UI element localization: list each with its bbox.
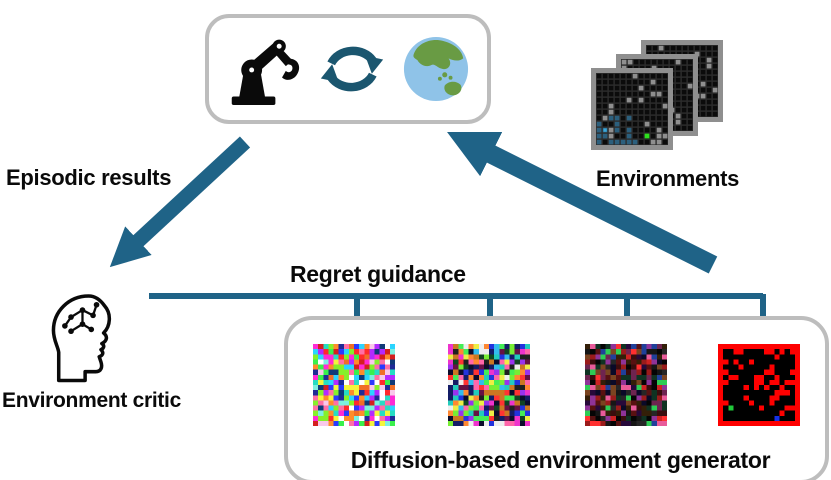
episodic-results-arrow [109,136,251,268]
agent-environment-loop-box [205,14,491,124]
regret-guidance-label: Regret guidance [290,261,466,287]
robot-arm-icon [231,39,300,106]
diffusion-step-1-image [313,344,395,426]
environment-critic-label: Environment critic [2,389,181,412]
diffusion-step-3-image [585,344,667,426]
generator-label: Diffusion-based environment generator [350,447,771,473]
refresh-cycle-icon [320,46,384,92]
head-neural-network-icon [51,294,112,383]
diffusion-step-4-image [718,344,800,426]
environments-stack [591,40,733,166]
environments-label: Environments [596,166,740,191]
environment-map-front [591,68,673,150]
diffusion-step-2-image [448,344,530,426]
earth-globe-icon [403,36,469,102]
episodic-results-label: Episodic results [6,165,172,190]
